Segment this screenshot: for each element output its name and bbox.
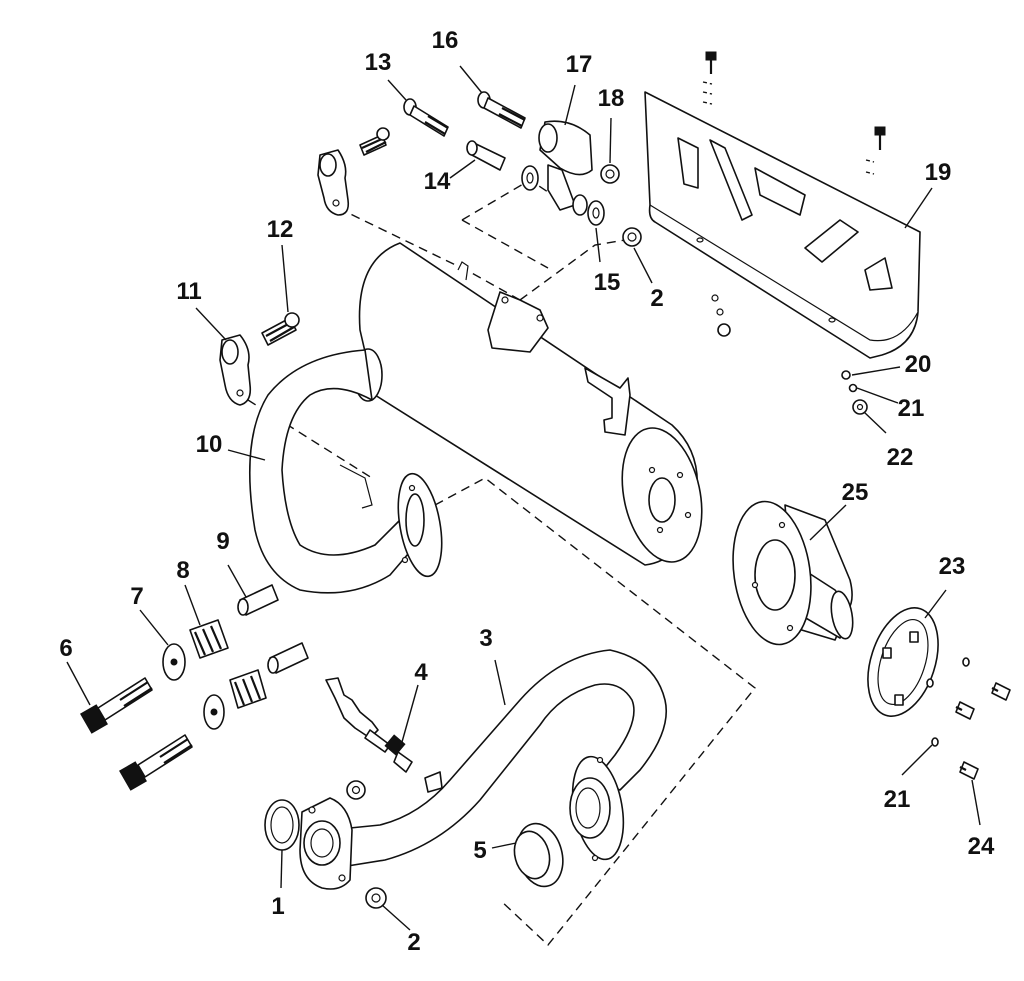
header-pipe	[299, 649, 667, 890]
spark-arrestor	[732, 500, 854, 646]
bolt	[477, 91, 526, 129]
callout-23: 23	[939, 553, 966, 580]
washer	[203, 694, 225, 730]
screw	[991, 682, 1011, 701]
nut	[365, 887, 387, 909]
callout-3: 3	[479, 625, 492, 652]
callout-10: 10	[196, 431, 223, 458]
nut	[600, 164, 620, 184]
callout-21: 21	[898, 395, 925, 422]
callout-16: 16	[432, 27, 459, 54]
rubber-bracket	[219, 334, 252, 406]
callout-4: 4	[414, 659, 428, 686]
washer	[521, 165, 539, 191]
spring	[229, 669, 267, 709]
sleeve	[267, 642, 309, 674]
bolt	[359, 127, 390, 156]
callout-19: 19	[925, 159, 952, 186]
callout-25: 25	[842, 479, 869, 506]
callout-21: 21	[884, 786, 911, 813]
washer	[841, 370, 851, 380]
rubber-hanger	[538, 120, 593, 216]
washer	[926, 678, 934, 688]
callout-2: 2	[650, 285, 663, 312]
screw	[959, 761, 979, 780]
callout-8: 8	[176, 557, 189, 584]
seal-ring	[513, 822, 564, 888]
shield-bolt-icon	[702, 51, 717, 105]
callout-20: 20	[905, 351, 932, 378]
nut	[622, 227, 642, 247]
nut	[852, 399, 868, 415]
sleeve	[237, 584, 279, 616]
washer	[931, 737, 939, 747]
callout-13: 13	[365, 49, 392, 76]
spring	[189, 619, 229, 659]
screw	[955, 701, 975, 720]
callout-14: 14	[424, 168, 451, 195]
callout-11: 11	[176, 278, 201, 305]
shield-bolt-icon	[865, 126, 886, 175]
callout-6: 6	[59, 635, 72, 662]
washer	[162, 643, 186, 681]
callout-18: 18	[598, 85, 625, 112]
callout-22: 22	[887, 444, 914, 471]
rubber-bracket	[317, 149, 350, 216]
bolt	[261, 312, 300, 346]
callout-5: 5	[473, 837, 486, 864]
gasket	[264, 799, 300, 851]
callout-1: 1	[271, 893, 284, 920]
leader-lines	[66, 65, 981, 931]
washer	[848, 383, 858, 393]
callout-24: 24	[968, 833, 995, 860]
nut	[346, 780, 366, 800]
callout-12: 12	[267, 216, 294, 243]
callout-labels: 1 2 2 3 4 5 6 7 8 9 10 11 12 13 14 15 16…	[59, 27, 995, 956]
callout-17: 17	[566, 51, 593, 78]
bolt	[403, 98, 449, 137]
callout-2: 2	[407, 929, 420, 956]
sleeve	[466, 140, 506, 171]
washer	[587, 200, 605, 226]
washer	[962, 657, 970, 667]
callout-15: 15	[594, 269, 621, 296]
bolt	[80, 677, 153, 734]
heat-shield	[644, 51, 921, 359]
callout-9: 9	[216, 528, 229, 555]
mid-pipe	[248, 349, 443, 594]
o2-sensor	[325, 677, 413, 773]
bolt	[119, 734, 193, 791]
clamp-ring	[867, 607, 939, 717]
callout-7: 7	[130, 583, 143, 610]
